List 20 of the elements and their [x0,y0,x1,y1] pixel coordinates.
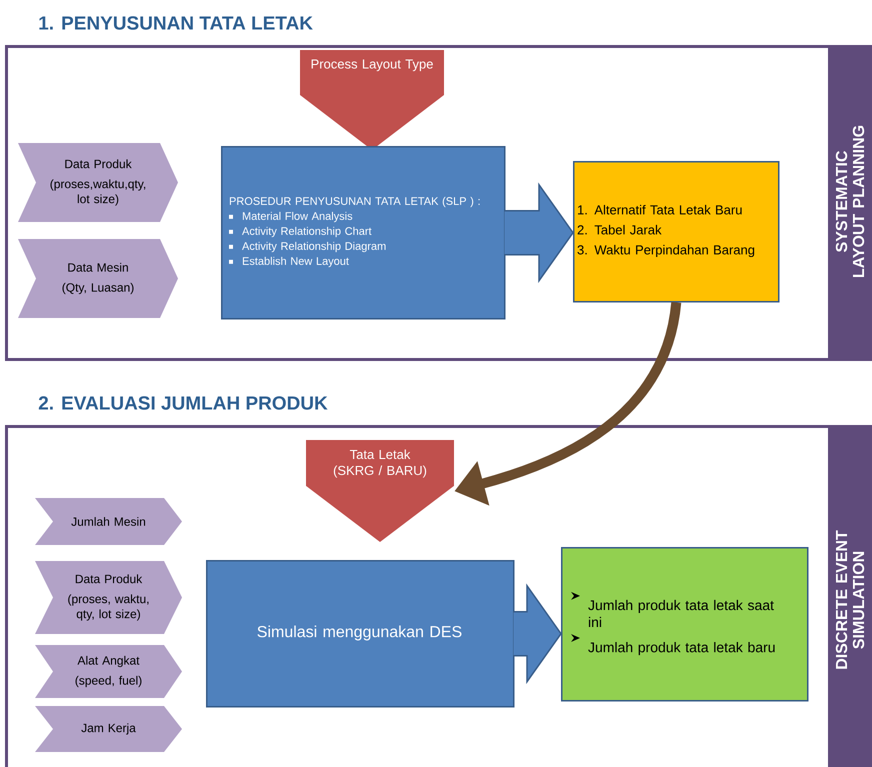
chevron-box: Data Mesin (Qty, Luasan) [18,239,178,318]
process-box: PROSEDUR PENYUSUNAN TATA LETAK (SLP ) : Material Flow Analysis Activity Relationship Chart Activity Relationship Diagram Establish New Layout [221,146,506,320]
result-box: Jumlah produk tata letak saat ini Jumlah produk tata letak baru [561,547,808,702]
section-heading: 1. PENYUSUNAN TATA LETAK [39,16,313,30]
chevron-box: Data Produk (proses, waktu, qty, lot size) [35,561,182,634]
chevron-box: Jam Kerja [35,706,182,752]
arrow [512,583,562,684]
chevron-box: Jumlah Mesin [35,498,182,545]
chevron-box: Alat Angkat (speed, fuel) [35,645,182,698]
result-box: 1. Alternatif Tata Letak Baru 2. Tabel Jarak 3. Waktu Perpindahan Barang [573,161,780,302]
process-box: Simulasi menggunakan DES [206,560,514,708]
section-heading: 2. EVALUASI JUMLAH PRODUK [38,396,328,410]
side-band: DISCRETE EVENT SIMULATION [828,425,872,767]
node-label: DISCRETE EVENT SIMULATION [836,530,864,669]
arrow [504,182,574,284]
side-band: SYSTEMATIC LAYOUT PLANNING [828,45,872,358]
chevron-box: Data Produk (proses,waktu,qty, lot size) [18,143,178,222]
node-label: SYSTEMATIC LAYOUT PLANNING [836,126,864,278]
pentagon-banner: Process Layout Type [300,50,444,150]
pentagon-banner: Tata Letak (SKRG / BARU) [306,440,454,542]
